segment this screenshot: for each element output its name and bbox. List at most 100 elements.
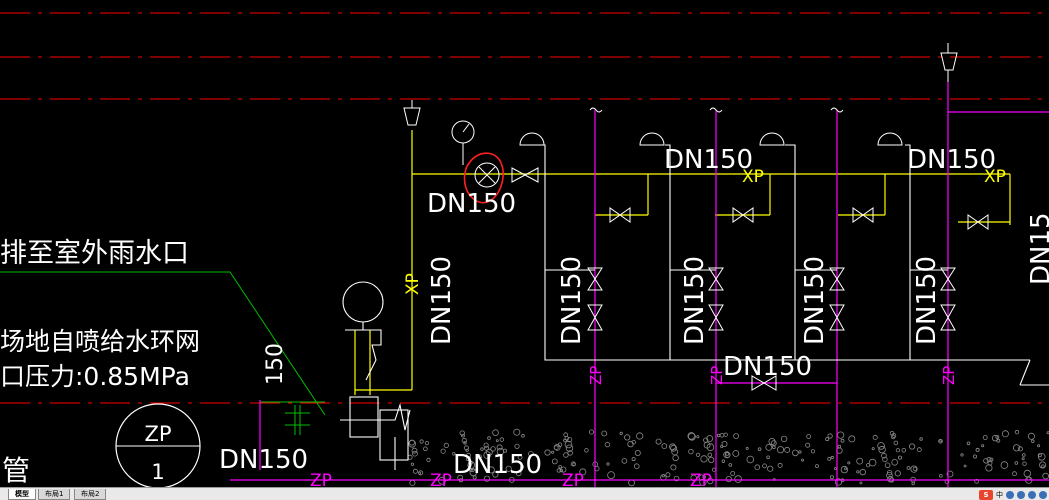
hatch-dot — [847, 461, 851, 465]
ime-keyboard-icon[interactable] — [1028, 490, 1036, 499]
hatch-dot — [1039, 461, 1047, 469]
hatch-dot — [490, 446, 496, 452]
hatch-dot — [721, 440, 728, 447]
gauge-and-vents — [403, 43, 958, 165]
hatch-dot — [465, 448, 469, 452]
hatch-dot — [443, 442, 449, 448]
hatch-dot — [560, 466, 567, 473]
hatch-dot — [671, 448, 679, 456]
flow-meter-icon — [463, 152, 504, 204]
tab-model[interactable]: 模型 — [8, 489, 36, 500]
hatch-dot — [588, 429, 594, 435]
riser-tag-top: ZP — [144, 422, 171, 446]
hatch-dot — [631, 457, 636, 462]
hatch-dot — [707, 477, 714, 485]
drain-note: 排至室外雨水口 — [0, 238, 189, 269]
label-dn150-riser-2: DN150 — [680, 256, 710, 345]
hatch-dot — [906, 466, 911, 470]
hatch-dot — [459, 430, 465, 436]
hatch-dot — [887, 475, 894, 483]
hatch-dot — [848, 435, 856, 443]
hatch-dot — [484, 445, 490, 451]
note-leader-lines — [0, 271, 326, 435]
ime-toolbar[interactable]: S 中 — [979, 489, 1047, 500]
hatch-dot — [946, 470, 954, 478]
hatch-dot — [912, 466, 918, 471]
tab-layout-2[interactable]: 布局2 — [74, 489, 107, 500]
hatch-dot — [989, 457, 994, 462]
hatch-dot — [732, 450, 740, 457]
hatch-dot — [487, 436, 491, 440]
hatch-dot — [1000, 461, 1009, 469]
ime-emoji-icon[interactable] — [1017, 490, 1025, 499]
hatch-dot — [919, 437, 923, 441]
hatch-dot — [983, 458, 989, 464]
hatch-dot — [974, 478, 980, 484]
hatch-dot — [780, 435, 788, 443]
hatch-dot — [719, 432, 725, 438]
ime-lang[interactable]: 中 — [996, 490, 1003, 499]
hatch-dot — [502, 448, 507, 453]
hatch-dot — [688, 448, 694, 455]
hatch-dot — [716, 433, 721, 438]
hatch-dot — [859, 468, 866, 476]
hatch-dot — [840, 438, 845, 443]
label-xp-vertical: XP — [403, 273, 423, 295]
cad-drawing-canvas[interactable]: ZP 1 排至室外雨水口 场地自喷给水环网 口压力:0.85MPa 管 DN15… — [0, 0, 1049, 487]
label-zp-bottom-4: ZP — [690, 471, 712, 487]
hatch-dot — [636, 432, 644, 440]
label-dn150-bottom-center: DN150 — [453, 450, 542, 480]
tab-layout-1[interactable]: 布局1 — [38, 489, 71, 500]
hatch-dot — [469, 468, 477, 477]
hatch-dot — [1014, 429, 1020, 435]
hatch-dot — [829, 475, 834, 480]
hatch-dot — [628, 479, 635, 487]
hatch-dot — [440, 448, 446, 454]
hatch-dot — [708, 456, 715, 463]
hatch-dot — [859, 481, 863, 485]
hatch-dot — [938, 473, 943, 478]
hatch-dot — [871, 447, 875, 451]
hatch-dot — [461, 433, 465, 438]
network-note: 场地自喷给水环网 — [0, 327, 200, 356]
hatch-dot — [672, 454, 679, 462]
hatch-dot — [601, 430, 608, 437]
hatch-dot — [528, 450, 534, 457]
hatch-dot — [564, 436, 569, 441]
riser-tag-bottom: 1 — [151, 460, 164, 484]
hatch-dot — [827, 433, 833, 439]
hatch-dot — [407, 454, 413, 460]
hatch-dot — [882, 456, 888, 463]
hatch-dot — [565, 444, 574, 452]
hatch-dot — [894, 470, 901, 477]
ime-logo-icon[interactable]: S — [979, 489, 993, 500]
hatch-dot — [844, 467, 847, 471]
hatch-dot — [1021, 453, 1026, 457]
label-dn150-right-edge: DN15 — [1026, 212, 1049, 285]
hatch-dot — [521, 433, 525, 438]
hatch-dot — [621, 458, 628, 464]
pressure-note: 口压力:0.85MPa — [0, 362, 190, 391]
label-dn150-vertical-main: DN150 — [427, 256, 457, 345]
hatch-dot — [631, 440, 636, 445]
hatch-dot — [877, 442, 885, 450]
hatch-dot — [418, 471, 422, 475]
label-dn150-top-1: DN150 — [664, 145, 753, 175]
ime-punct-icon[interactable] — [1006, 490, 1014, 499]
hatch-dot — [886, 470, 893, 476]
hatch-dot — [767, 465, 774, 472]
hatch-dot — [688, 432, 696, 441]
hatch-dot — [483, 442, 489, 448]
hatch-dot — [579, 468, 587, 476]
hatch-dot — [916, 447, 922, 453]
hatch-dot — [725, 475, 732, 483]
hatch-dot — [557, 442, 563, 448]
hatch-dot — [801, 458, 805, 462]
hatch-dot — [633, 463, 640, 470]
hatch-dot — [513, 428, 521, 436]
ime-settings-icon[interactable] — [1039, 490, 1047, 499]
hatch-dot — [728, 463, 733, 467]
label-dn150-top-2: DN150 — [907, 145, 996, 175]
label-dn150-valve: DN150 — [427, 189, 516, 219]
hatch-dot — [485, 448, 493, 456]
